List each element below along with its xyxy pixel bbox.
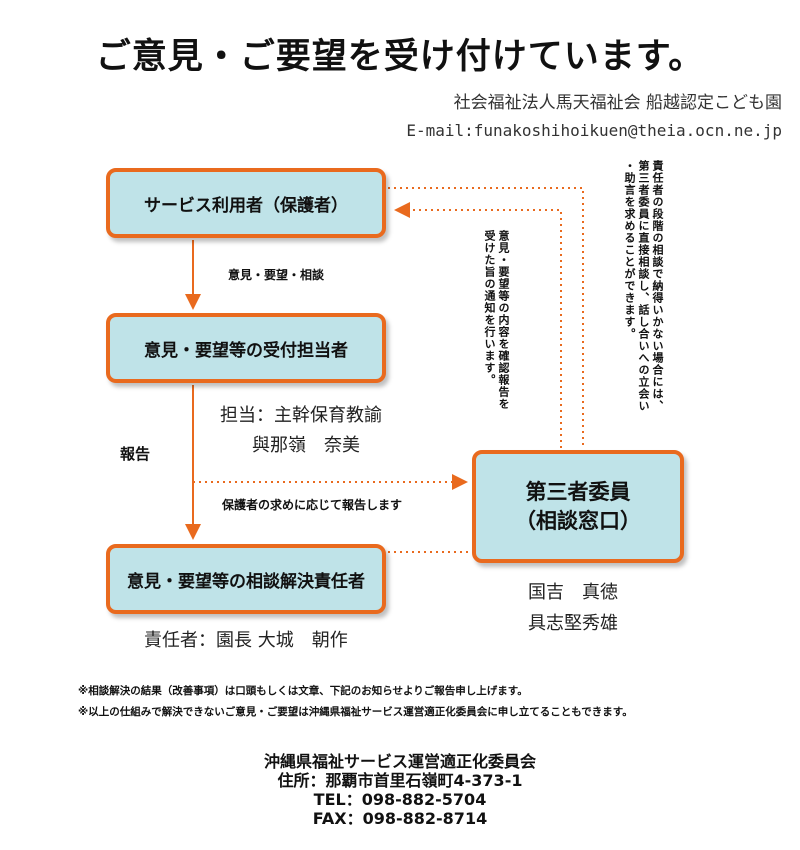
- dotted-third-to-user: [394, 202, 562, 448]
- footer-fax: FAX：098-882-8714: [312, 809, 488, 828]
- notification-note: 意見・要望等の内容を確認報告を 受けた旨の通知を行います。: [483, 230, 510, 410]
- resolver-box: 意見・要望等の相談解決責任者: [106, 544, 386, 614]
- footer-tel: TEL：098-882-5704: [313, 790, 487, 809]
- footer-address: 住所：那覇市首里石嶺町4-373-1: [277, 771, 523, 790]
- direct-consult-note: 責任者の段階の相談で納得いかない場合には、 第三者委員に直接相談し、話し合いへの…: [623, 160, 664, 412]
- page-title: ご意見・ご要望を受け付けています。: [95, 37, 705, 77]
- organization-name: 社会福祉法人馬天福祉会 船越認定こども園: [453, 93, 782, 113]
- third-party-member-1: 国吉 真徳: [528, 582, 618, 603]
- report-label: 報告: [120, 445, 151, 463]
- guardian-request-label: 保護者の求めに応じて報告します: [222, 498, 403, 512]
- third-party-member-2: 具志堅秀雄: [528, 613, 618, 634]
- receiver-role: 担当：主幹保育教諭: [220, 405, 382, 426]
- service-user-box: サービス利用者（保護者）: [106, 168, 386, 238]
- third-party-box: 第三者委員 （相談窓口）: [472, 450, 684, 563]
- opinions-label: 意見・要望・相談: [228, 268, 325, 282]
- third-party-subtitle: （相談窓口）: [515, 508, 641, 533]
- footnote-1: ※相談解決の結果（改善事項）は口頭もしくは文章、下記のお知らせよりご報告申し上げ…: [78, 685, 528, 697]
- receiver-box: 意見・要望等の受付担当者: [106, 313, 386, 383]
- receiver-name: 與那嶺 奈美: [252, 435, 360, 456]
- responsible-person: 責任者：園長 大城 朝作: [144, 630, 348, 651]
- third-party-title: 第三者委員: [525, 480, 631, 505]
- footnote-2: ※以上の仕組みで解決できないご意見・ご要望は沖縄県福祉サービス運営適正化委員会に…: [78, 706, 633, 718]
- footer-organization: 沖縄県福祉サービス運営適正化委員会: [263, 752, 536, 771]
- email-address: E-mail:funakoshihoikuen@theia.ocn.ne.jp: [406, 121, 782, 140]
